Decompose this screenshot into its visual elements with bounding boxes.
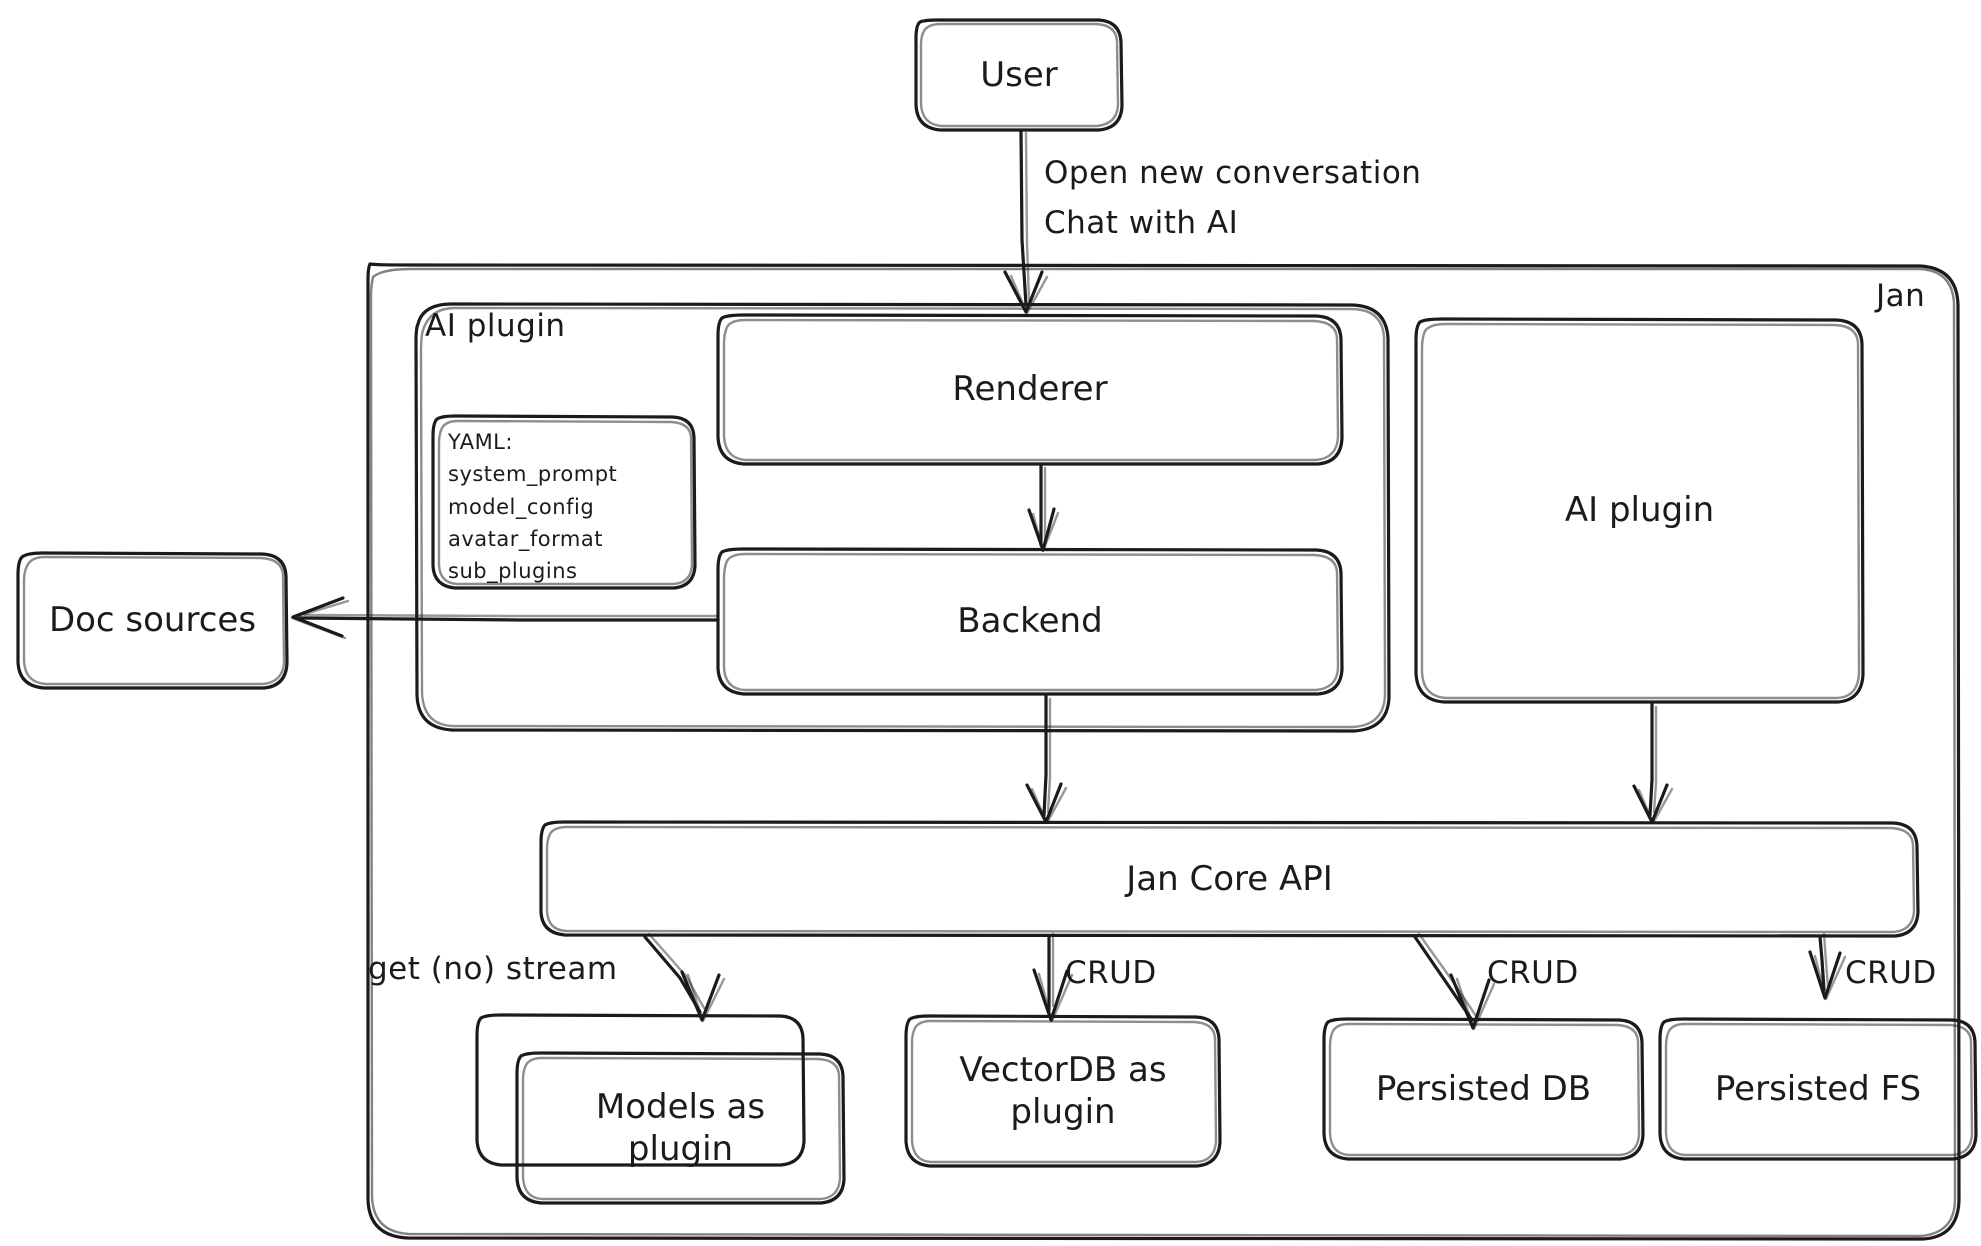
renderer-node[interactable]: Renderer [718, 315, 1342, 464]
persisted-db-box-outline [1322, 1017, 1645, 1161]
backend-label: Backend [957, 601, 1103, 642]
yaml-note-item-0: system_prompt [448, 462, 618, 487]
doc-sources-box-outline [16, 551, 289, 690]
doc-sources-node[interactable]: Doc sources [18, 553, 287, 688]
ai-plugin-right-box-outline [1414, 317, 1865, 704]
user-node[interactable]: User [916, 20, 1122, 130]
vectordb-plugin-node[interactable]: VectorDB as plugin [906, 1016, 1220, 1166]
models-plugin-label: Models as plugin [595, 1086, 766, 1170]
persisted-fs-node[interactable]: Persisted FS [1660, 1019, 1976, 1159]
yaml-note-title: YAML: [448, 430, 513, 454]
vectordb-plugin-label: VectorDB as plugin [959, 1049, 1167, 1133]
ai-plugin-right-label: AI plugin [1564, 490, 1715, 531]
persisted-db-node[interactable]: Persisted DB [1324, 1019, 1643, 1159]
persisted-fs-label: Persisted FS [1714, 1068, 1922, 1109]
ai-plugin-right-node[interactable]: AI plugin [1416, 319, 1863, 702]
arrow-ai-plugin-to-core [1632, 702, 1674, 825]
user-label: User [980, 54, 1058, 95]
vectordb-plugin-box-outline [904, 1014, 1222, 1168]
arrow-core-to-models [643, 932, 726, 1023]
arrow-core-to-persisted-fs [1808, 932, 1847, 1001]
arrow-renderer-to-backend [1027, 464, 1060, 553]
backend-box-outline [716, 547, 1344, 696]
yaml-note-box-outline [431, 414, 697, 590]
yaml-note-item-2: avatar_format [448, 527, 603, 552]
models-plugin-back-box-outline [475, 1013, 806, 1167]
jan-core-api-box-outline [539, 820, 1920, 938]
arrow-user-to-renderer [1003, 129, 1049, 315]
jan-group-outline [366, 262, 1961, 1241]
backend-node[interactable]: Backend [718, 549, 1342, 694]
persisted-fs-box-outline [1658, 1017, 1978, 1161]
renderer-box-outline [716, 313, 1344, 466]
persisted-db-label: Persisted DB [1375, 1068, 1592, 1109]
renderer-label: Renderer [952, 369, 1108, 410]
yaml-note: YAML: system_prompt model_config avatar_… [448, 428, 688, 583]
ai-plugin-group-outline [414, 302, 1391, 733]
models-plugin-box-outline [515, 1051, 846, 1205]
models-plugin-node[interactable]: Models as plugin [517, 1053, 844, 1203]
arrow-backend-to-doc-sources [290, 596, 720, 640]
jan-core-api-node[interactable]: Jan Core API [541, 822, 1918, 936]
yaml-note-item-1: model_config [448, 494, 595, 519]
jan-core-api-label: Jan Core API [1126, 858, 1333, 899]
arrow-core-to-vectordb [1032, 932, 1074, 1023]
arrow-core-to-persisted-db [1413, 932, 1496, 1031]
arrow-backend-to-core [1025, 694, 1068, 825]
doc-sources-label: Doc sources [48, 600, 257, 641]
user-box-outline [914, 18, 1124, 132]
